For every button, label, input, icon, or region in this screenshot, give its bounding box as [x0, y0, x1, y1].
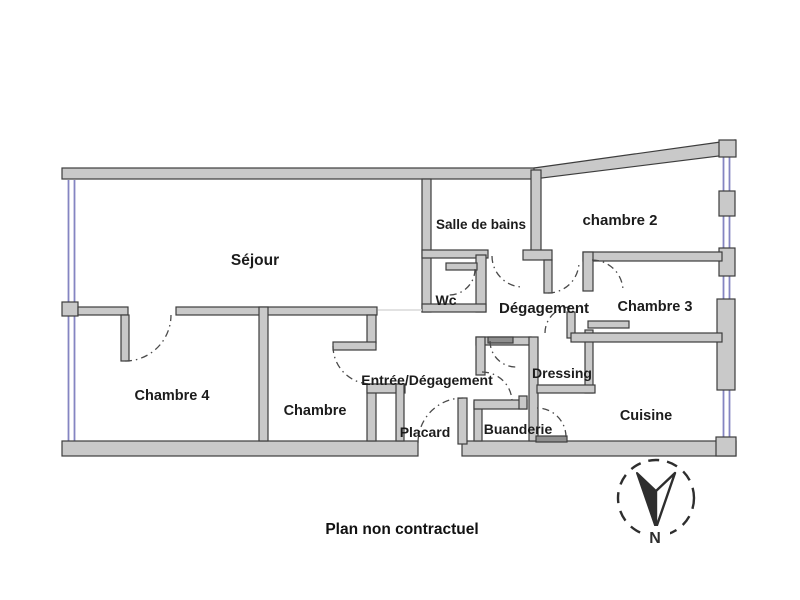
compass-needle-left [636, 472, 657, 529]
door-leaf [332, 341, 377, 351]
door-arc-chambre-3 [591, 259, 624, 292]
door-arcs [124, 255, 624, 444]
room-label-entree-degagement: Entrée/Dégagement [361, 372, 493, 388]
door-leaf [445, 262, 478, 271]
wall-segment [522, 249, 553, 261]
room-label-wc: Wc [436, 292, 457, 308]
wall-segment [421, 178, 432, 313]
door-arc-chambre-2 [547, 261, 580, 294]
room-label-placard: Placard [400, 424, 451, 440]
wall-segment-diagonal [533, 139, 736, 180]
door-arc-chambre-4 [124, 314, 172, 362]
door-arc-wc [448, 268, 476, 296]
door-arc-cuisine [536, 407, 567, 438]
wall-segment [715, 436, 737, 457]
room-label-salle-de-bains: Salle de bains [436, 217, 526, 232]
room-labels: Séjour Salle de bains chambre 2 Wc Dégag… [135, 212, 693, 440]
wall-segment [421, 303, 487, 313]
wall-segment [461, 440, 737, 457]
room-label-chambre-2: chambre 2 [582, 212, 657, 229]
compass: N [616, 458, 696, 547]
room-label-buanderie: Buanderie [484, 421, 553, 437]
wall-segment [421, 249, 489, 259]
door-leaf [543, 259, 553, 294]
room-label-cuisine: Cuisine [620, 408, 672, 424]
wall-segment [530, 169, 542, 255]
wall-segment [582, 251, 723, 262]
door-leaf-entrance [457, 397, 468, 445]
room-label-sejour: Séjour [231, 252, 279, 269]
wall-segment [61, 301, 79, 317]
wall-segment [582, 251, 594, 292]
wall-segment-dressing [536, 384, 596, 394]
wall-segment [718, 139, 737, 158]
outer-walls [61, 139, 737, 457]
door-arc-salle-de-bains [491, 255, 524, 288]
wall-segment [718, 247, 736, 277]
inner-walls [77, 169, 723, 442]
wall-segment [475, 336, 486, 376]
door-leaf [487, 336, 514, 344]
compass-needle-right [654, 471, 677, 530]
wall-segment [61, 440, 419, 457]
door-leaf [120, 314, 130, 362]
door-leaf [587, 320, 630, 329]
wall-segment [366, 314, 377, 344]
wall-segment [718, 190, 736, 217]
door-arc-dressing [489, 340, 517, 368]
room-label-chambre: Chambre [284, 403, 347, 419]
wall-segment-placard [366, 383, 406, 394]
door-leaves [120, 259, 630, 445]
compass-north-label: N [649, 530, 661, 547]
wall-segment [61, 167, 541, 180]
wall-segment [77, 306, 129, 316]
room-label-chambre-4: Chambre 4 [135, 388, 210, 404]
wall-segment [258, 306, 269, 442]
wall-segment-cuisine [570, 332, 723, 343]
room-label-dressing: Dressing [532, 365, 592, 381]
room-label-degagement: Dégagement [499, 300, 589, 317]
door-leaf [535, 435, 568, 443]
door-arc-buanderie [481, 371, 513, 403]
wall-segment [175, 306, 378, 316]
room-label-chambre-3: Chambre 3 [618, 299, 693, 315]
door-arc-chambre [332, 345, 372, 385]
compass-label-backing [642, 526, 670, 546]
plan-caption: Plan non contractuel [325, 521, 478, 538]
wall-segment [716, 298, 736, 391]
door-arc-entrance [417, 397, 464, 444]
door-arc-degagement [544, 306, 572, 334]
wall-segment-placard [395, 383, 405, 442]
wall-segment-buanderie [518, 395, 528, 410]
